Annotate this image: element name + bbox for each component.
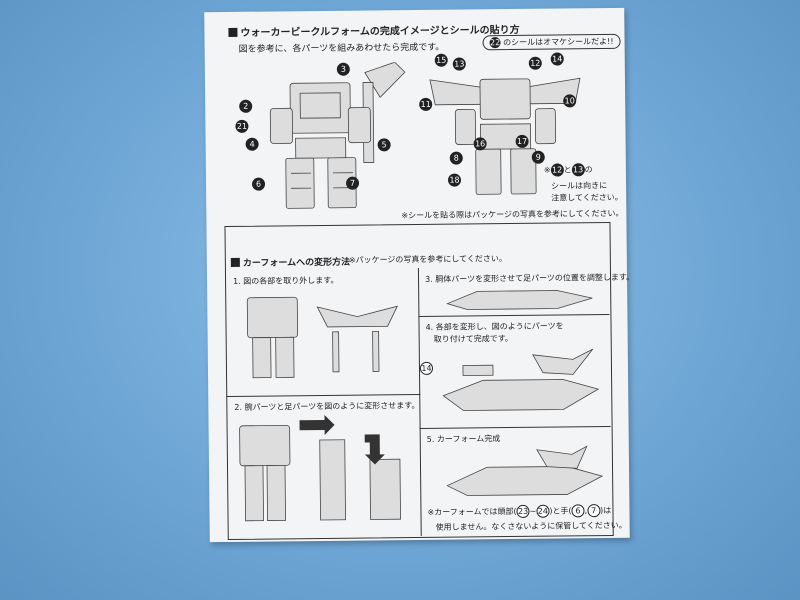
parts-storage-note-line1: ※カーフォームでは頭部(23~24)と手(6,7)は bbox=[427, 504, 612, 518]
callout-16: 16 bbox=[473, 137, 487, 151]
orientation-note-no: の bbox=[584, 165, 593, 175]
callout-4: 4 bbox=[245, 137, 259, 151]
bonus-callout-22: 22 bbox=[489, 37, 501, 49]
callout-13: 13 bbox=[452, 57, 466, 71]
callout-14: 14 bbox=[550, 52, 564, 66]
orientation-note-line1: ※12と13の bbox=[543, 163, 593, 177]
orientation-callout-12: 12 bbox=[550, 163, 564, 177]
callout-7: 7 bbox=[345, 176, 360, 190]
step2-label: 2. 腕パーツと足パーツを図のように変形させます。 bbox=[234, 400, 420, 412]
callout-6: 6 bbox=[251, 177, 266, 191]
callout-18: 18 bbox=[447, 173, 462, 187]
storage-callout-6: 6 bbox=[571, 504, 585, 518]
bonus-note-text: のシールはオマケシールだよ!! bbox=[503, 36, 614, 48]
orientation-callout-13: 13 bbox=[571, 163, 585, 177]
storage-note-hand: と手 bbox=[552, 506, 569, 516]
step1-label: 1. 図の各部を取り外します。 bbox=[233, 275, 339, 286]
instruction-sheet: ウォーカービークルフォームの完成イメージとシールの貼り方 図を参考に、各パーツを… bbox=[204, 7, 634, 543]
step1-figure bbox=[246, 296, 399, 379]
step5-label: 5. カーフォーム完成 bbox=[426, 434, 501, 444]
section-square-icon bbox=[228, 27, 238, 37]
callout-3: 3 bbox=[336, 62, 350, 76]
orientation-note-and: と bbox=[563, 165, 572, 175]
transform-title-text: カーフォームへの変形方法 bbox=[242, 257, 351, 269]
sticker-section-title-text: ウォーカービークルフォームの完成イメージとシールの貼り方 bbox=[240, 24, 520, 39]
storage-note-head: ※カーフォームでは頭部 bbox=[427, 507, 514, 517]
robot-mode-figure bbox=[269, 62, 406, 209]
callout-12: 12 bbox=[528, 56, 542, 70]
callout-2: 2 bbox=[239, 99, 253, 113]
callout-8: 8 bbox=[449, 151, 463, 165]
sticker-instruction: 図を参考に、各パーツを組みあわせたら完成です。 bbox=[238, 42, 445, 55]
callout-5: 5 bbox=[377, 138, 391, 152]
callout-15: 15 bbox=[434, 53, 448, 67]
step4-figure bbox=[442, 348, 600, 411]
orientation-note-line2: シールは向きに bbox=[551, 181, 608, 191]
parts-storage-note-line2: 使用しません。なくさないように保管してください。 bbox=[435, 520, 627, 532]
sticker-section-title: ウォーカービークルフォームの完成イメージとシールの貼り方 bbox=[228, 21, 520, 39]
callout-17: 17 bbox=[515, 134, 529, 148]
storage-callout-7: 7 bbox=[587, 504, 601, 518]
storage-note-wa: は bbox=[603, 505, 612, 516]
step4-label-line1: 4. 各部を変形し、図のようにパーツを bbox=[425, 321, 564, 332]
transform-subtitle: ※パッケージの写真を参考にしてください。 bbox=[348, 254, 507, 265]
step3-figure bbox=[446, 290, 593, 310]
orientation-note-line3: 注意してください。 bbox=[551, 192, 623, 203]
storage-callout-23: 23 bbox=[516, 504, 530, 518]
storage-callout-24: 24 bbox=[536, 504, 550, 518]
section-square-icon bbox=[230, 257, 240, 267]
callout-11: 11 bbox=[419, 97, 433, 111]
step5-figure bbox=[446, 445, 604, 496]
callout-21: 21 bbox=[235, 119, 249, 133]
callout-9: 9 bbox=[531, 150, 545, 164]
step3-label: 3. 胴体パーツを変形させて足パーツの位置を調整します。 bbox=[424, 272, 635, 284]
transform-section-title: カーフォームへの変形方法 bbox=[230, 255, 351, 269]
step2-figure bbox=[239, 414, 401, 522]
bonus-note: 22 のシールはオマケシールだよ!! bbox=[482, 33, 621, 51]
sticker-footer-note: ※シールを貼る際はパッケージの写真を参考にしてください。 bbox=[401, 208, 624, 221]
callout-10: 10 bbox=[563, 94, 577, 108]
robot-back-figure bbox=[429, 77, 581, 195]
step4-label-line2: 取り付けて完成です。 bbox=[433, 333, 513, 344]
step4-callout-14: 14 bbox=[419, 361, 434, 375]
